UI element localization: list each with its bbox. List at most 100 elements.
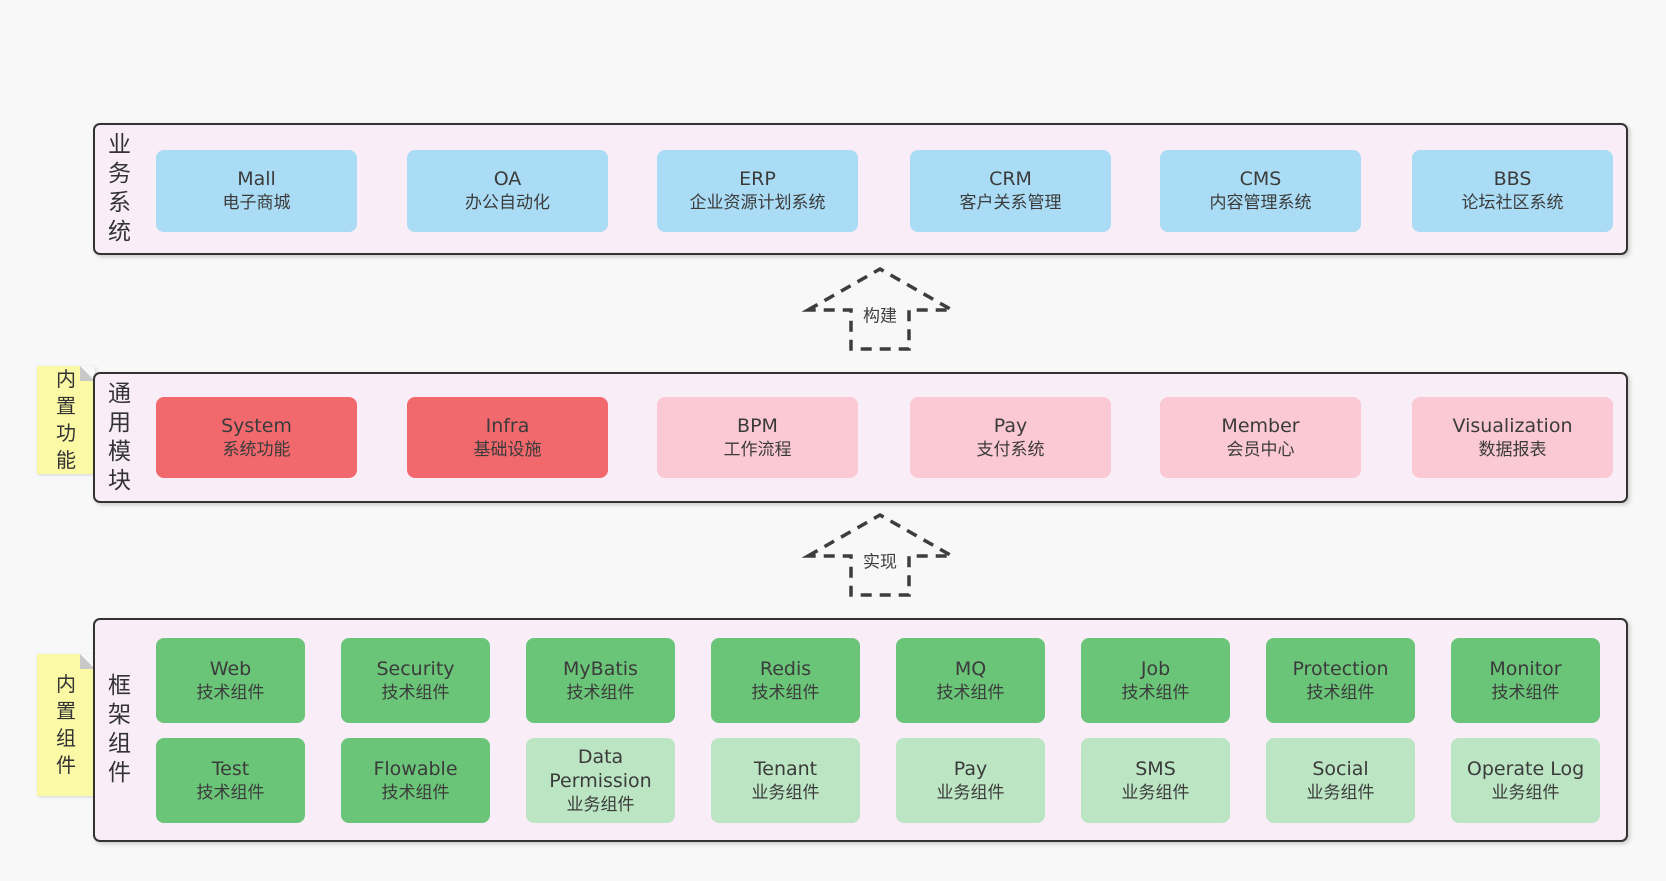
box-subtitle: 论坛社区系统 <box>1461 193 1564 213</box>
box-title: Monitor <box>1489 657 1562 680</box>
box-title: Redis <box>759 657 812 680</box>
box-subtitle: 技术组件 <box>196 782 265 803</box>
box-subtitle: 技术组件 <box>1121 682 1190 703</box>
up-arrow-icon <box>801 266 959 351</box>
arrow-label: 实现 <box>859 546 901 574</box>
box-subtitle: 技术组件 <box>1306 682 1375 703</box>
box-subtitle: 业务组件 <box>1121 782 1190 803</box>
box-title: OA <box>493 168 522 190</box>
box-subtitle: 基础设施 <box>473 439 542 460</box>
box-title: Tenant <box>753 757 818 780</box>
box-title: Flowable <box>373 757 458 780</box>
box-title: Data Permission <box>549 745 652 792</box>
layer-side-label: 通用模块 <box>108 380 131 494</box>
box-title: Visualization <box>1452 414 1573 437</box>
arrow-label: 构建 <box>859 300 901 328</box>
arrow-build: 构建 <box>801 266 959 352</box>
box-title: System <box>221 414 292 437</box>
box-title: Social <box>1312 757 1369 780</box>
sticky-note-label: 内置组件 <box>56 672 76 777</box>
box-title: Protection <box>1292 657 1389 680</box>
box-subtitle: 技术组件 <box>196 682 265 703</box>
box-oa: OA 办公自动化 <box>407 150 608 232</box>
box-title: Web <box>209 657 252 680</box>
box-subtitle: 电子商城 <box>222 193 291 213</box>
layer-side-label: 框架组件 <box>108 673 131 786</box>
box-subtitle: 支付系统 <box>976 439 1045 460</box>
box-mall: Mall 电子商城 <box>156 150 357 232</box>
box-subtitle: 业务组件 <box>1491 782 1560 803</box>
box-bbs: BBS 论坛社区系统 <box>1412 150 1613 232</box>
box-subtitle: 办公自动化 <box>465 193 550 213</box>
box-title: MQ <box>954 657 987 680</box>
box-subtitle: 技术组件 <box>751 682 820 703</box>
box-title: Pay <box>993 414 1028 437</box>
sticky-note-label: 内置功能 <box>56 367 76 472</box>
box-title: MyBatis <box>563 657 638 680</box>
box-title: SMS <box>1135 757 1176 780</box>
box-title: CRM <box>989 168 1032 190</box>
box-subtitle: 系统功能 <box>222 439 291 460</box>
box-title: BPM <box>737 414 778 437</box>
box-subtitle: 业务组件 <box>936 782 1005 803</box>
box-subtitle: 会员中心 <box>1226 439 1295 460</box>
sticky-note-built-in-features: 内置功能 <box>37 366 95 474</box>
box-title: Security <box>376 657 455 680</box>
box-subtitle: 业务组件 <box>1306 782 1375 803</box>
box-title: Mall <box>237 168 276 190</box>
box-title: Pay <box>953 757 988 780</box>
box-subtitle: 技术组件 <box>566 682 635 703</box>
box-subtitle: 工作流程 <box>723 439 792 460</box>
box-subtitle: 客户关系管理 <box>959 193 1062 213</box>
layer-side-label: 业务系统 <box>108 132 131 245</box>
box-title: Test <box>211 757 250 780</box>
sticky-note-built-in-components: 内置组件 <box>37 654 95 796</box>
box-subtitle: 技术组件 <box>381 682 450 703</box>
arrow-implement: 实现 <box>801 512 959 598</box>
box-title: Member <box>1221 414 1300 437</box>
box-title: Operate Log <box>1466 757 1585 780</box>
box-subtitle: 企业资源计划系统 <box>689 193 826 213</box>
up-arrow-icon <box>801 512 959 597</box>
box-title: BBS <box>1493 168 1532 190</box>
box-subtitle: 技术组件 <box>381 782 450 803</box>
box-subtitle: 技术组件 <box>936 682 1005 703</box>
box-crm: CRM 客户关系管理 <box>910 150 1111 232</box>
box-subtitle: 技术组件 <box>1491 682 1560 703</box>
box-subtitle: 业务组件 <box>751 782 820 803</box>
box-title: CMS <box>1239 168 1282 190</box>
box-title: Infra <box>485 414 530 437</box>
box-subtitle: 数据报表 <box>1478 439 1547 460</box>
box-title: Job <box>1140 657 1171 680</box>
box-subtitle: 业务组件 <box>566 794 635 815</box>
